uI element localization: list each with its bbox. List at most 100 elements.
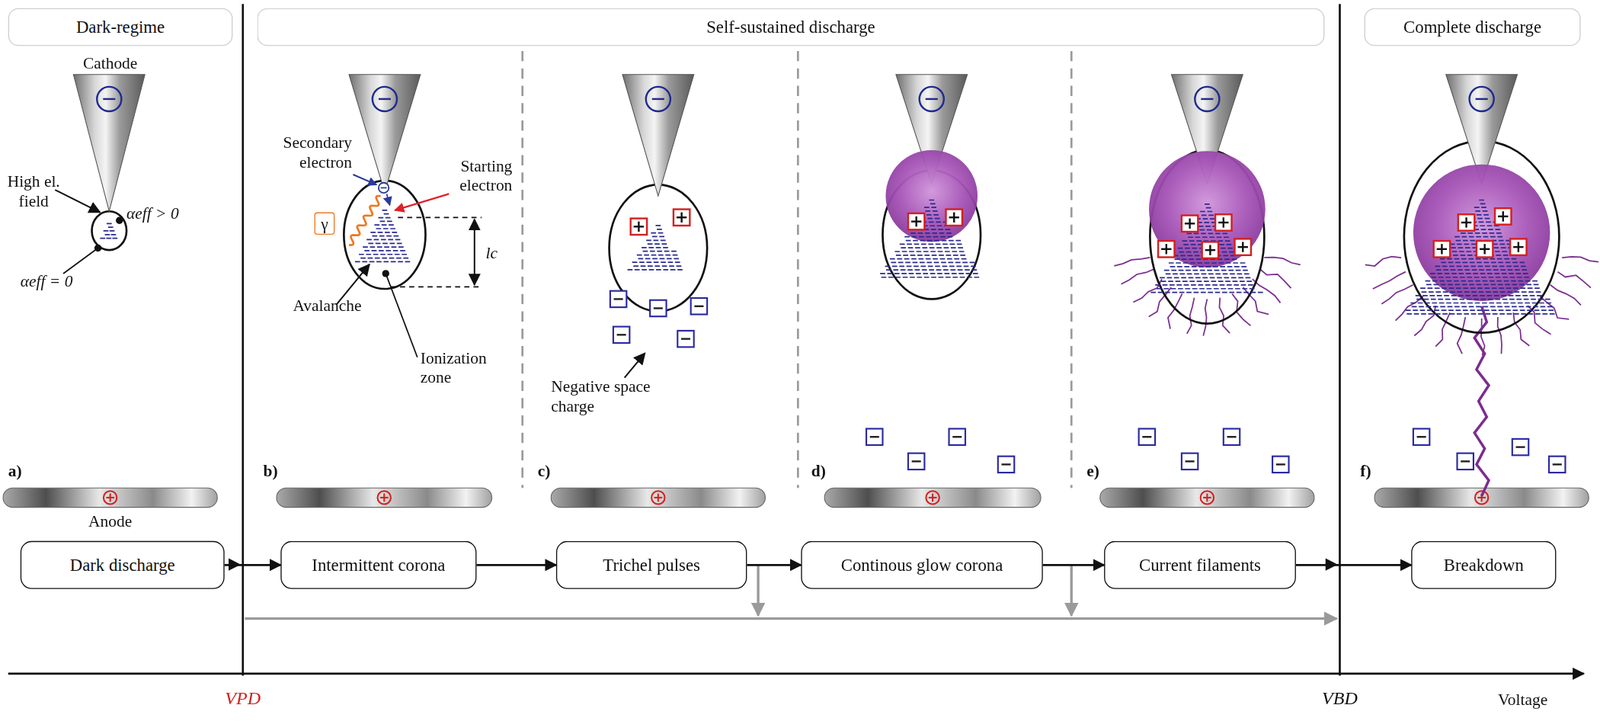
dimension-line bbox=[397, 216, 482, 218]
anode-plate bbox=[824, 487, 1041, 507]
leader-arrow bbox=[624, 352, 646, 378]
negative-ion bbox=[1276, 463, 1286, 465]
separator-line bbox=[796, 51, 800, 488]
anode-plate bbox=[1374, 487, 1589, 507]
gray-path bbox=[756, 565, 759, 616]
positive-ion bbox=[1235, 238, 1252, 255]
annotation-label: Ionization zone bbox=[420, 348, 503, 388]
polarity-symbol bbox=[372, 86, 397, 112]
glow-region bbox=[1148, 150, 1266, 268]
negative-ion bbox=[1001, 463, 1012, 465]
negative-ion bbox=[694, 305, 704, 308]
negative-ion bbox=[677, 330, 694, 347]
polarity-symbol bbox=[1206, 493, 1208, 503]
node-text: Continous glow corona bbox=[841, 555, 1003, 575]
positive-ion bbox=[1209, 244, 1211, 255]
dimension-line bbox=[390, 285, 482, 288]
positive-ion bbox=[1181, 215, 1198, 232]
negative-ion bbox=[1139, 428, 1156, 445]
cathode-tip bbox=[348, 74, 421, 192]
annotation-label: Voltage bbox=[1497, 689, 1580, 709]
positive-ion bbox=[680, 212, 682, 223]
positive-ion bbox=[946, 209, 963, 226]
node-text: Dark discharge bbox=[70, 555, 176, 575]
panel-letter: f) bbox=[1360, 460, 1391, 480]
positive-ion bbox=[637, 221, 640, 232]
polarity-symbol bbox=[378, 98, 391, 100]
positive-ion bbox=[1202, 241, 1219, 258]
positive-ion bbox=[1215, 214, 1232, 231]
positive-ion bbox=[1222, 217, 1225, 228]
polarity-symbol bbox=[1200, 490, 1214, 504]
negative-ion bbox=[949, 428, 966, 445]
polarity-symbol bbox=[383, 493, 385, 503]
leader-line bbox=[63, 247, 99, 273]
positive-ion bbox=[1241, 241, 1244, 252]
ionization-zone bbox=[92, 211, 128, 250]
positive-ion bbox=[1458, 214, 1475, 231]
dimension-arrow bbox=[473, 219, 476, 285]
panel-letter: b) bbox=[263, 460, 295, 480]
leader-arrow bbox=[394, 193, 449, 210]
negative-ion bbox=[1185, 460, 1195, 462]
threshold-line bbox=[1338, 3, 1341, 676]
positive-ion bbox=[630, 218, 647, 235]
polarity-symbol bbox=[657, 493, 660, 503]
regime-header: Dark-regime bbox=[8, 8, 234, 47]
annotation-label: Anode bbox=[59, 511, 162, 531]
separator-line bbox=[521, 51, 524, 488]
secondary-electron bbox=[380, 187, 388, 189]
cathode-tip bbox=[622, 74, 695, 196]
flow-arrow bbox=[1043, 563, 1104, 567]
negative-ion bbox=[1223, 428, 1240, 445]
node-text: Current filaments bbox=[1139, 555, 1261, 575]
point-marker bbox=[115, 217, 123, 224]
anode-plate bbox=[550, 487, 765, 507]
polarity-symbol bbox=[103, 490, 117, 504]
positive-ion bbox=[908, 213, 925, 230]
leader-arrow bbox=[352, 174, 377, 185]
regime-header: Self-sustained discharge bbox=[257, 8, 1325, 47]
threshold-line bbox=[241, 3, 244, 676]
positive-ion bbox=[1158, 240, 1175, 257]
gray-path bbox=[244, 617, 1337, 620]
annotation-label: Starting electron bbox=[426, 156, 513, 196]
photon-wave bbox=[348, 195, 381, 246]
leader-arrow bbox=[387, 193, 391, 205]
negative-ion bbox=[610, 291, 627, 308]
panel-letter: e) bbox=[1086, 460, 1117, 480]
negative-ion bbox=[998, 456, 1015, 473]
annotation-label: αeff = 0 bbox=[20, 271, 103, 291]
polarity-symbol bbox=[96, 86, 122, 112]
negative-ion bbox=[1516, 445, 1526, 448]
negative-ion bbox=[870, 435, 880, 438]
polarity-symbol bbox=[931, 493, 934, 503]
positive-ion bbox=[1188, 218, 1191, 229]
negative-ion bbox=[1181, 453, 1198, 470]
electron-avalanche bbox=[1150, 204, 1263, 293]
positive-ion bbox=[1517, 241, 1520, 252]
negative-ion bbox=[908, 453, 925, 470]
stage-box: Trichel pulses bbox=[556, 540, 747, 589]
electron-avalanche bbox=[880, 200, 980, 278]
positive-ion bbox=[673, 209, 690, 226]
stage-box: Current filaments bbox=[1104, 540, 1296, 589]
flow-arrow bbox=[224, 563, 282, 567]
positive-ion bbox=[915, 216, 917, 227]
node-text: Trichel pulses bbox=[602, 555, 701, 575]
negative-ion bbox=[613, 326, 630, 343]
polarity-symbol bbox=[651, 490, 665, 504]
positive-ion bbox=[1433, 240, 1450, 257]
node-text: Breakdown bbox=[1443, 555, 1524, 575]
negative-ion bbox=[691, 297, 708, 314]
polarity-symbol bbox=[109, 493, 112, 503]
gray-path bbox=[1070, 565, 1073, 616]
annotation-label: Avalanche bbox=[292, 295, 385, 315]
glow-region bbox=[886, 150, 979, 243]
electron-avalanche bbox=[1405, 200, 1556, 314]
positive-ion bbox=[1165, 243, 1168, 254]
secondary-electron bbox=[378, 182, 389, 193]
stage-box: Breakdown bbox=[1411, 540, 1556, 589]
